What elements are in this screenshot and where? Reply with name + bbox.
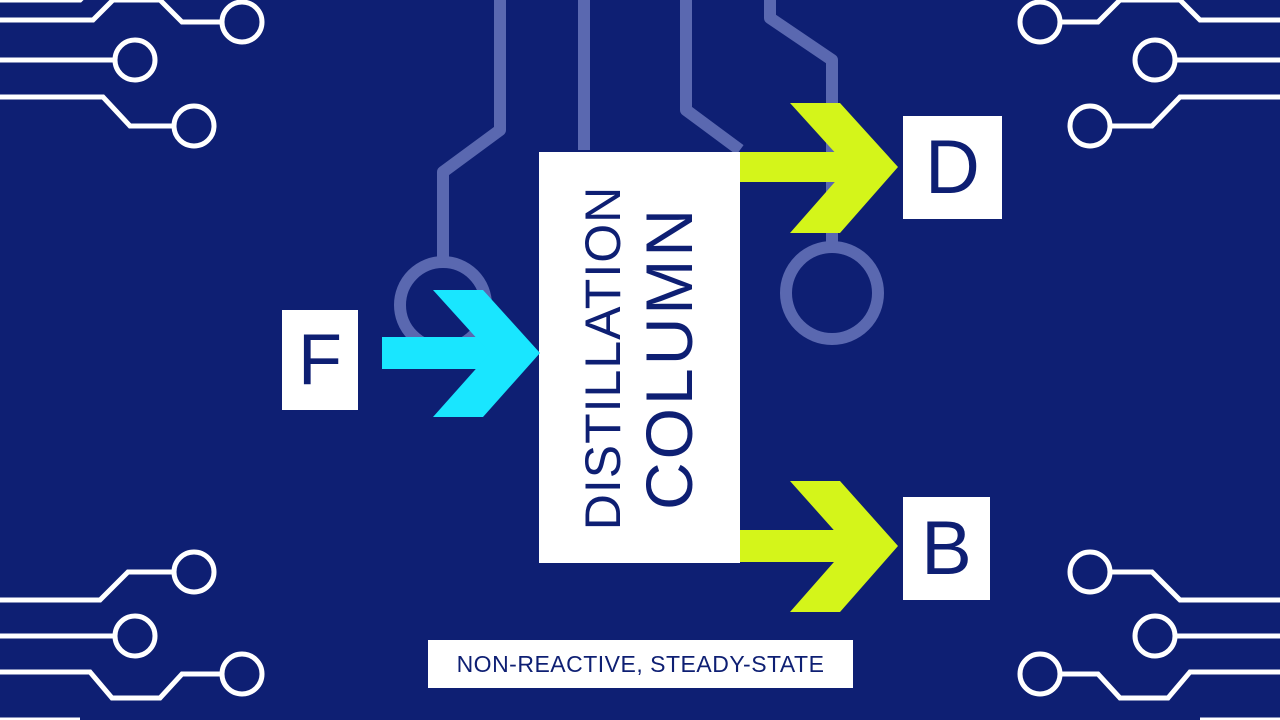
- caption-text: NON-REACTIVE, STEADY-STATE: [456, 650, 825, 677]
- distillate-label-box: D: [903, 116, 1002, 219]
- distillation-column-block: DISTILLATION COLUMN: [539, 152, 740, 563]
- bottoms-label-box: B: [903, 497, 990, 600]
- circuit-top-right: [1017, 0, 1280, 149]
- feed-label-box: F: [282, 310, 358, 410]
- circuit-bottom-left: [0, 549, 265, 720]
- feed-label: F: [298, 320, 342, 400]
- circuit-bottom-right: [1017, 549, 1280, 720]
- bottoms-label: B: [921, 506, 972, 591]
- bottoms-arrow: [740, 481, 898, 612]
- distillate-label: D: [925, 125, 980, 210]
- circuit-top-left: [0, 0, 265, 149]
- feed-arrow: [382, 290, 540, 417]
- distillate-arrow: [740, 103, 898, 233]
- caption-box: NON-REACTIVE, STEADY-STATE: [428, 640, 853, 688]
